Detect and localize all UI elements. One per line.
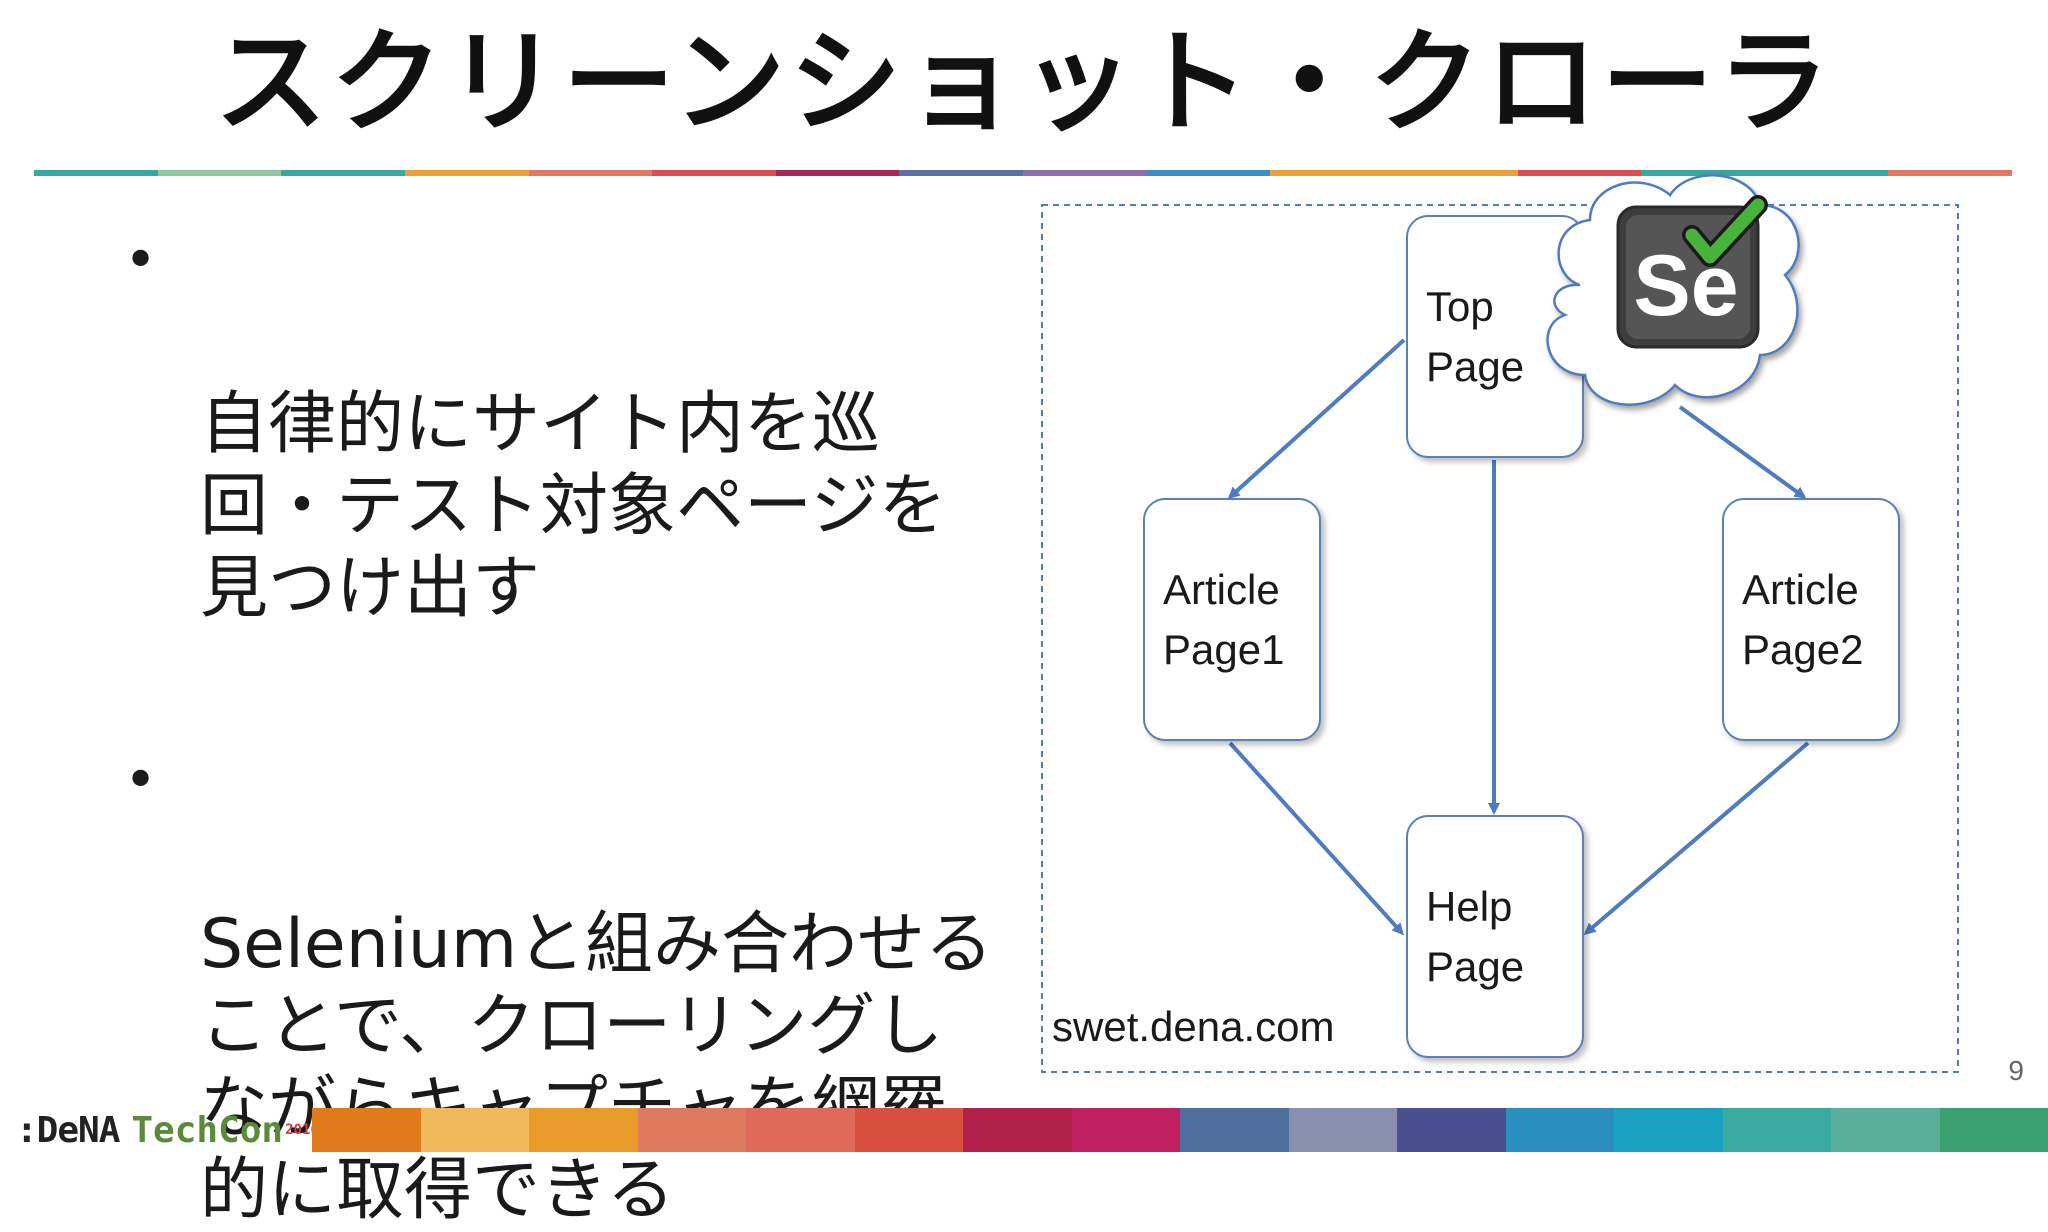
footer-bar-segment xyxy=(855,1108,964,1152)
slide-title: スクリーンショット・クローラ xyxy=(0,8,2048,158)
title-rule-segment xyxy=(405,170,529,176)
footer-bar-segment xyxy=(1506,1108,1615,1152)
node-help-line2: Page xyxy=(1426,937,1582,997)
footer-bar-segment xyxy=(1614,1108,1723,1152)
page-number: 9 xyxy=(2008,1055,2024,1087)
footer-bar-segment xyxy=(1072,1108,1181,1152)
footer-bar-segment xyxy=(529,1108,638,1152)
node-article1-line2: Page1 xyxy=(1163,620,1319,680)
logo-techcon: TechCon xyxy=(131,1110,283,1151)
footer-bar-segment xyxy=(1831,1108,1940,1152)
footer-bar-segment xyxy=(1723,1108,1832,1152)
logo-dena: :DeNA xyxy=(16,1110,119,1151)
node-article-page2: Article Page2 xyxy=(1722,498,1900,741)
bullet-item-1: • 自律的にサイト内を巡 回・テスト対象ページを 見つけ出す xyxy=(120,220,1020,630)
node-article1-line1: Article xyxy=(1163,560,1319,620)
bullet-dot-icon: • xyxy=(124,220,157,302)
footer-bar-segment xyxy=(312,1108,421,1152)
bullet-item-2: • Seleniumと組み合わせる ことで、クローリングし ながらキャプチャを網… xyxy=(120,740,1020,1232)
bullet-dot-icon: • xyxy=(124,740,157,822)
bullet-list: • 自律的にサイト内を巡 回・テスト対象ページを 見つけ出す • Seleniu… xyxy=(120,220,1020,1232)
dena-techcon-logo: :DeNA TechCon 2016 xyxy=(16,1108,319,1152)
node-article2-line2: Page2 xyxy=(1742,620,1898,680)
footer-bar-segment xyxy=(638,1108,747,1152)
footer: :DeNA TechCon 2016 xyxy=(0,1108,2048,1152)
arrow-article1-to-help xyxy=(1230,743,1402,933)
bullet-text-2: Seleniumと組み合わせる ことで、クローリングし ながらキャプチャを網羅 … xyxy=(200,905,993,1230)
title-rule-segment xyxy=(776,170,900,176)
arrow-top-to-article1 xyxy=(1230,340,1404,497)
title-rule-segment xyxy=(529,170,653,176)
node-help-line1: Help xyxy=(1426,877,1582,937)
arrow-article2-to-help xyxy=(1586,743,1808,933)
footer-bar-segment xyxy=(421,1108,530,1152)
site-domain-label: swet.dena.com xyxy=(1052,1003,1334,1051)
footer-color-bar xyxy=(312,1108,2048,1152)
footer-bar-segment xyxy=(1397,1108,1506,1152)
footer-bar-segment xyxy=(963,1108,1072,1152)
bullet-text-1: 自律的にサイト内を巡 回・テスト対象ページを 見つけ出す xyxy=(200,385,947,628)
title-rule-segment xyxy=(158,170,282,176)
selenium-cloud: Se xyxy=(1510,165,1810,435)
footer-bar-segment xyxy=(1940,1108,2048,1152)
title-rule-segment xyxy=(281,170,405,176)
site-crawl-diagram: Top Page Article Page1 Article Page2 Hel… xyxy=(1040,165,2040,1095)
title-rule-segment xyxy=(652,170,776,176)
footer-bar-segment xyxy=(1180,1108,1289,1152)
title-rule-segment xyxy=(34,170,158,176)
footer-bar-segment xyxy=(746,1108,855,1152)
footer-bar-segment xyxy=(1289,1108,1398,1152)
node-article2-line1: Article xyxy=(1742,560,1898,620)
node-article-page1: Article Page1 xyxy=(1143,498,1321,741)
title-rule-segment xyxy=(899,170,1023,176)
node-help-page: Help Page xyxy=(1406,815,1584,1058)
